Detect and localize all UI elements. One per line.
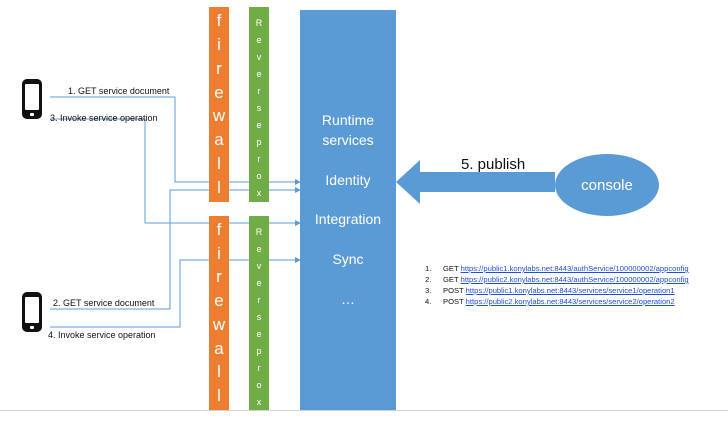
request-label-4: 4. Invoke service operation [48,330,156,340]
firewall-letter: e [214,291,224,311]
endpoint-method: POST [443,297,464,306]
proxy-letter: y [256,414,262,424]
console-node: console [555,154,659,216]
mobile-client-top-icon [22,79,42,119]
endpoint-url-link[interactable]: https://public1.konylabs.net:8443/servic… [465,286,675,295]
runtime-item-more: … [341,291,355,307]
firewall-letter: f [216,10,222,30]
proxy-letter: o [256,380,262,390]
endpoint-item: 3. POST https://public1.konylabs.net:8443… [425,285,689,296]
runtime-services-block: Runtime services Identity Integration Sy… [300,10,396,410]
proxy-letter: y [256,205,262,215]
endpoint-method: POST [443,286,464,295]
proxy-letter: p [256,346,262,356]
proxy-letter: v [256,52,262,62]
runtime-item-integration: Integration [314,211,382,227]
proxy-letter: r [257,86,261,96]
endpoint-method: GET [443,264,459,273]
firewall-letter: e [214,82,224,102]
endpoint-number: 2. [425,275,432,284]
firewall-letter: a [214,338,224,358]
firewall-bottom: f i r e w a l l [209,216,229,410]
runtime-title-line2: services [322,132,374,148]
endpoint-url-link[interactable]: https://public2.konylabs.net:8443/authSe… [460,275,689,284]
firewall-letter: a [214,130,224,150]
endpoint-item: 1. GET https://public1.konylabs.net:8443/… [425,263,689,274]
proxy-letter: x [256,188,262,198]
reverse-proxy-top: R e v e r s e p r o x y [249,7,269,215]
proxy-letter: e [256,69,262,79]
proxy-letter: e [256,278,262,288]
proxy-letter: e [256,120,262,130]
proxy-letter: s [256,103,262,113]
request-label-3: 3. Invoke service operation [50,113,158,123]
publish-label: 5. publish [461,156,526,173]
endpoint-item: 2. GET https://public2.konylabs.net:8443/… [425,274,689,285]
proxy-letter: r [257,363,261,373]
endpoint-url-link[interactable]: https://public2.konylabs.net:8443/servic… [465,297,675,306]
firewall-top: f i r e w a l l [209,7,229,202]
runtime-item-sync: Sync [332,251,364,267]
connector-client2-request4 [50,257,301,328]
firewall-letter: l [217,362,221,382]
endpoint-number: 1. [425,264,432,273]
proxy-letter: p [256,137,262,147]
endpoint-url-link[interactable]: https://public1.konylabs.net:8443/authSe… [460,264,689,273]
firewall-letter: l [217,154,221,174]
connector-client2-request2 [50,187,301,310]
firewall-letter: i [217,34,221,54]
proxy-letter: x [256,397,262,407]
reverse-proxy-bottom: R e v e r s e p r o x y [249,216,269,424]
firewall-letter: w [212,314,226,334]
proxy-letter: v [256,261,262,271]
console-label: console [581,176,633,194]
proxy-letter: s [256,312,262,322]
runtime-item-identity: Identity [325,172,371,188]
firewall-letter: f [216,219,222,239]
proxy-letter: e [256,329,262,339]
endpoint-method: GET [443,275,459,284]
divider [0,410,728,411]
proxy-letter: e [256,244,262,254]
endpoint-item: 4. POST https://public2.konylabs.net:8443… [425,296,689,307]
request-label-1: 1. GET service document [68,86,170,96]
proxy-letter: r [257,295,261,305]
proxy-letter: R [255,227,263,237]
firewall-letter: i [217,243,221,263]
firewall-letter: r [216,267,222,287]
firewall-letter: w [212,106,226,126]
proxy-letter: e [256,35,262,45]
publish-arrow [396,160,555,204]
endpoint-number: 3. [425,286,432,295]
endpoint-list: 1. GET https://public1.konylabs.net:8443/… [425,263,689,307]
request-label-2: 2. GET service document [53,298,155,308]
proxy-letter: o [256,171,262,181]
endpoint-number: 4. [425,297,432,306]
firewall-letter: l [217,386,221,406]
connector-client1-request1 [50,96,301,185]
runtime-title-line1: Runtime [321,112,375,128]
mobile-client-bottom-icon [22,292,42,332]
proxy-letter: r [257,154,261,164]
proxy-letter: R [255,18,263,28]
firewall-letter: l [217,178,221,197]
firewall-letter: r [216,58,222,78]
